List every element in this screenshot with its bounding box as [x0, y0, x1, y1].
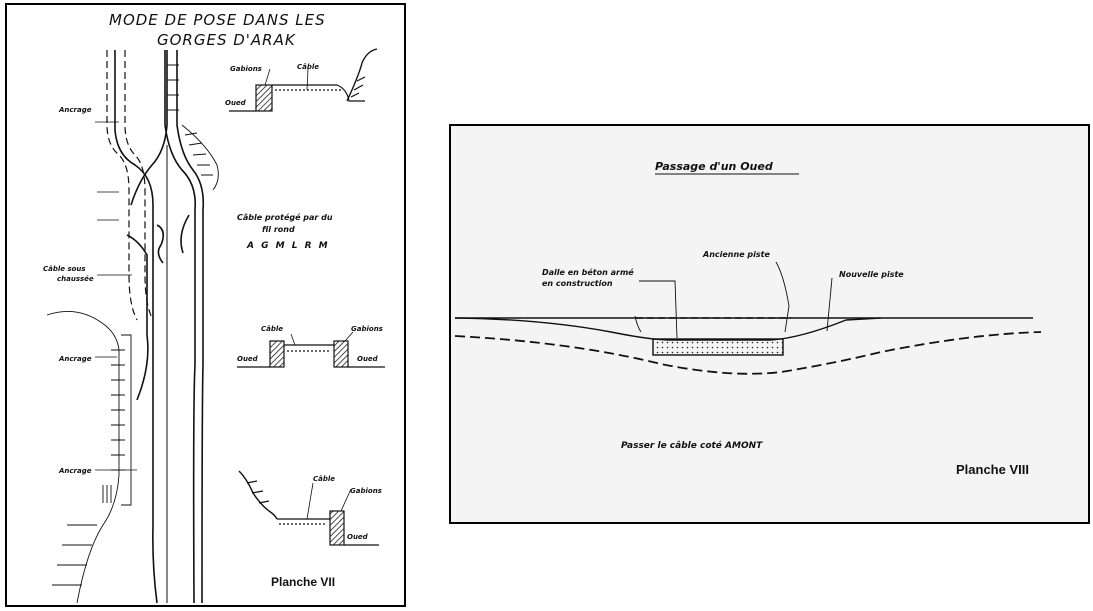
- label-dalle-line2: en construction: [542, 279, 613, 288]
- label-gabions-mid: Gabions: [351, 325, 383, 333]
- label-ancrage-2: Ancrage: [58, 355, 92, 363]
- cliff-hatching-right: [167, 64, 219, 191]
- leader-lines: [634, 261, 833, 339]
- planche-viii-drawing: Passage d'un Oued Ancienne piste Dalle e…: [454, 160, 1042, 477]
- planche-vii-panel: MODE DE POSE DANS LES GORGES D'ARAK: [5, 3, 406, 607]
- label-cable-sous-line2: chaussée: [57, 275, 94, 283]
- cross-section-top: [229, 48, 378, 112]
- label-dalle-line1: Dalle en béton armé: [542, 267, 634, 277]
- label-ancienne-piste: Ancienne piste: [702, 250, 770, 259]
- road-dashed-lines: [106, 50, 154, 321]
- label-gabions-bottom: Gabions: [350, 487, 382, 495]
- label-oued-mid-left: Oued: [237, 355, 259, 363]
- planche-viii-panel: Passage d'un Oued Ancienne piste Dalle e…: [449, 124, 1090, 524]
- planche-vii-drawing: MODE DE POSE DANS LES GORGES D'ARAK: [43, 11, 385, 604]
- label-ancrage-3: Ancrage: [58, 467, 92, 475]
- anchor-ticks: [95, 121, 137, 471]
- planche-vii-title-line1: MODE DE POSE DANS LES: [109, 11, 326, 29]
- planche-vii-footer: Planche VII: [271, 575, 335, 589]
- label-cable-bottom: Câble: [313, 475, 335, 483]
- concrete-slab: [652, 338, 784, 356]
- planche-viii-footer: Planche VIII: [956, 462, 1029, 477]
- label-gabions-top: Gabions: [230, 65, 262, 73]
- label-oued-mid-right: Oued: [357, 355, 379, 363]
- note-line1: Câble protégé par du: [237, 212, 333, 222]
- label-oued-top: Oued: [225, 99, 247, 107]
- cross-section-bottom: [238, 470, 379, 546]
- label-oued-bottom: Oued: [347, 533, 369, 541]
- road-solid-lines: [114, 50, 205, 604]
- planche-viii-title: Passage d'un Oued: [655, 160, 773, 173]
- cross-section-middle: [237, 331, 385, 368]
- label-cable-top: Câble: [297, 63, 319, 71]
- label-nouvelle-piste: Nouvelle piste: [839, 270, 904, 279]
- cliff-hatching-left: [46, 310, 132, 604]
- label-cable-sous-line1: Câble sous: [43, 265, 86, 273]
- note-line3: A G M L R M: [246, 241, 330, 251]
- label-ancrage-1: Ancrage: [58, 106, 92, 114]
- planche-vii-title-line2: GORGES D'ARAK: [157, 31, 296, 49]
- terrain-lines: [454, 317, 1042, 375]
- instruction-text: Passer le câble coté AMONT: [621, 440, 763, 451]
- note-line2: fil rond: [262, 225, 295, 234]
- label-cable-mid: Câble: [261, 325, 283, 333]
